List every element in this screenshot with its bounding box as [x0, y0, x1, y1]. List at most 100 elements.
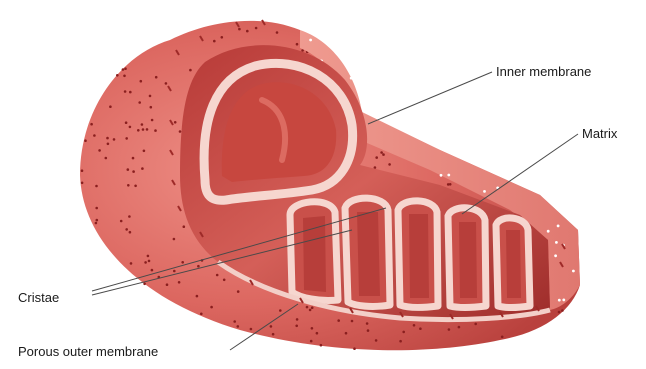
pore-dot [98, 149, 101, 152]
pore-dot [213, 40, 216, 43]
pore-dot [84, 139, 87, 142]
inner-membrane-leader [368, 72, 492, 124]
intermembrane-dot [554, 254, 557, 257]
intermembrane-dot [557, 225, 560, 228]
pore-dot [151, 119, 154, 122]
pore-dot [106, 137, 109, 140]
intermembrane-dot [572, 270, 575, 273]
pore-dot [237, 325, 240, 328]
pore-dot [129, 126, 132, 129]
pore-dot [109, 105, 112, 108]
pore-dot [196, 295, 199, 298]
pore-dot [132, 157, 135, 160]
pore-dot [320, 344, 323, 347]
pore-dot [132, 170, 135, 173]
pore-dot [474, 323, 477, 326]
pore-dot [279, 309, 282, 312]
pore-dot [146, 128, 149, 131]
pore-dot [223, 279, 226, 282]
pore-dot [95, 222, 98, 225]
pore-dot [366, 322, 369, 325]
pore-dot [237, 290, 240, 293]
pore-dot [296, 43, 299, 46]
pore-dot [449, 183, 452, 186]
pore-dot [272, 333, 275, 336]
pore-dot [123, 75, 126, 78]
pore-dot [375, 339, 378, 342]
intermembrane-dot [309, 39, 312, 42]
pore-dot [151, 269, 154, 272]
pore-dot [413, 324, 416, 327]
pore-dot [129, 91, 132, 94]
intermembrane-dot [562, 299, 565, 302]
pore-dot [311, 327, 314, 330]
pore-dot [165, 82, 168, 85]
pore-dot [250, 328, 253, 331]
pore-dot [137, 129, 140, 132]
pore-dot [166, 283, 169, 286]
pore-dot [351, 320, 354, 323]
intermembrane-dot [440, 174, 443, 177]
pore-dot [178, 281, 181, 284]
pore-dot [155, 76, 158, 79]
label-matrix: Matrix [582, 126, 618, 141]
label-inner-membrane: Inner membrane [496, 64, 591, 79]
pore-dot [147, 255, 150, 258]
pore-dot [310, 340, 313, 343]
pore-dot [311, 306, 314, 309]
pore-dot [316, 332, 319, 335]
pore-dot [138, 101, 141, 104]
pore-dot [558, 311, 561, 314]
pore-dot [181, 261, 184, 264]
pore-dot [353, 347, 356, 350]
pore-dot [380, 151, 383, 154]
pore-dot [125, 121, 128, 124]
pore-dot [127, 168, 130, 171]
pore-dot [388, 163, 391, 166]
pore-dot [113, 138, 116, 141]
pore-dot [238, 28, 241, 31]
pore-dot [154, 129, 157, 132]
pore-dot [140, 80, 143, 83]
pore-dot [200, 313, 203, 316]
pore-dot [124, 90, 127, 93]
pore-dot [296, 318, 299, 321]
pore-dot [233, 320, 236, 323]
pore-dot [197, 265, 200, 268]
intermembrane-dot [350, 77, 353, 80]
pore-dot [130, 262, 133, 265]
intermembrane-dot [483, 190, 486, 193]
pore-dot [255, 27, 258, 30]
pore-dot [141, 123, 144, 126]
pore-dot [173, 270, 176, 273]
pore-dot [448, 328, 451, 331]
pore-dot [561, 309, 564, 312]
pore-dot [105, 157, 108, 160]
pore-dot [90, 123, 93, 126]
pore-dot [95, 185, 98, 188]
intermembrane-dot [447, 174, 450, 177]
pore-dot [210, 306, 213, 309]
pore-dot [221, 36, 224, 39]
pore-dot [143, 150, 146, 153]
pore-dot [419, 327, 422, 330]
pore-dot [189, 69, 192, 72]
pore-dot [129, 231, 132, 234]
intermembrane-dot [555, 241, 558, 244]
label-outer-membrane: Porous outer membrane [18, 344, 158, 359]
pore-dot [125, 228, 128, 231]
pore-dot [150, 106, 153, 109]
pore-dot [345, 332, 348, 335]
pore-dot [81, 182, 84, 185]
pore-dot [134, 185, 137, 188]
pore-dot [142, 128, 145, 131]
pore-dot [149, 95, 152, 98]
pore-dot [96, 219, 99, 222]
pore-dot [174, 121, 177, 124]
intermembrane-dot [558, 299, 561, 302]
pore-dot [382, 153, 385, 156]
pore-dot [183, 225, 186, 228]
pore-dot [375, 156, 378, 159]
pore-dot [120, 220, 123, 223]
